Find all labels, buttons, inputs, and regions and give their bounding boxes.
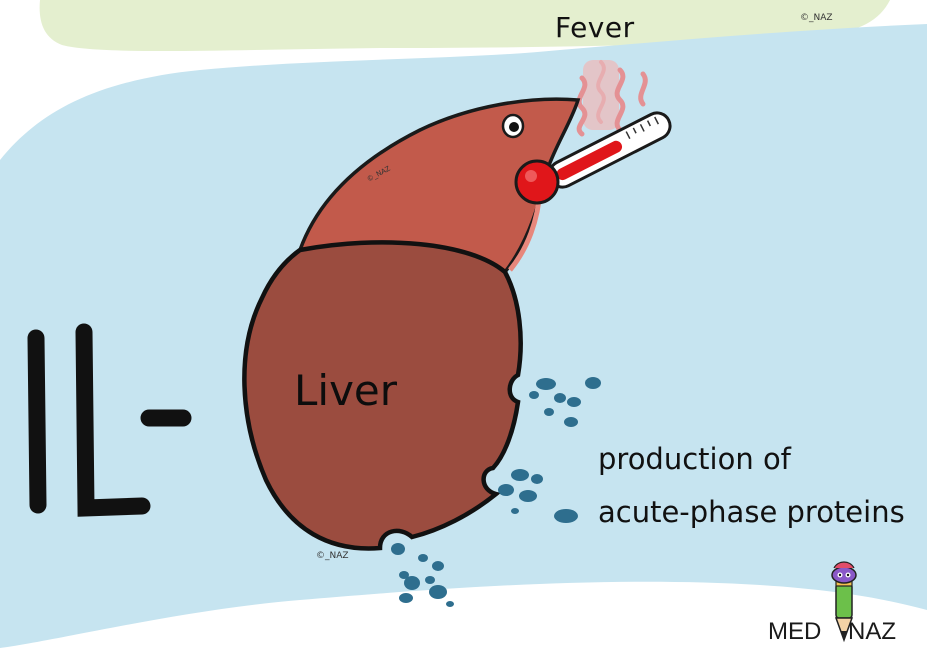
copyright-mark-top: ©_NAZ <box>800 13 833 23</box>
liver-eye-icon <box>503 115 523 137</box>
liver-label: Liver <box>294 370 397 412</box>
brand-med-text: MED <box>768 620 821 644</box>
production-label-line1: production of <box>598 445 791 474</box>
production-label-line2: acute-phase proteins <box>598 498 905 527</box>
fever-label: Fever <box>555 14 635 42</box>
brand-naz-text: NAZ <box>848 620 896 644</box>
copyright-mark-bottom: ©_NAZ <box>316 551 349 561</box>
